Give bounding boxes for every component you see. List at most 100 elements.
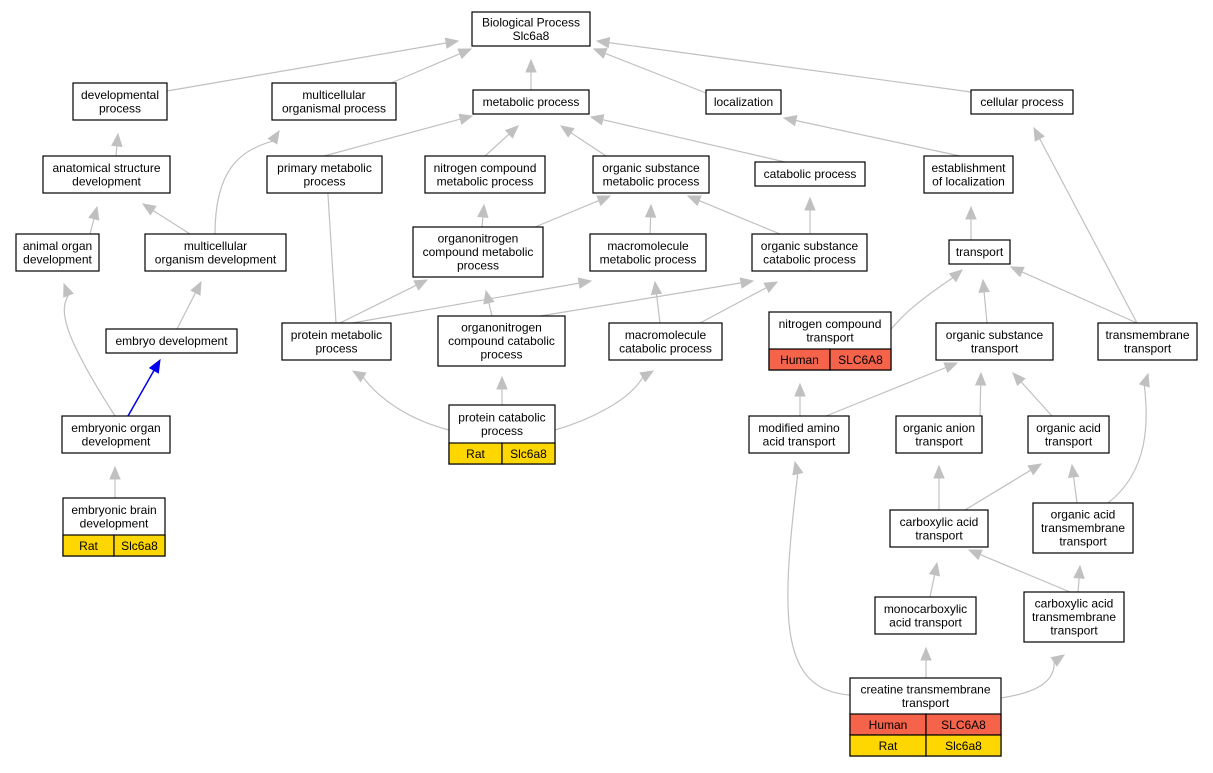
edge-arrowhead	[948, 269, 963, 283]
edge-arrowhead	[525, 58, 537, 73]
node-label-line: Biological Process	[482, 15, 580, 29]
node-box	[271, 82, 397, 121]
go-term-node-cat[interactable]: catabolic process	[754, 161, 866, 187]
gene-label: Slc6a8	[945, 739, 982, 753]
edge-arrowhead	[739, 277, 755, 289]
edge-arrowhead	[1050, 654, 1066, 667]
edge-arrowhead	[596, 195, 612, 207]
edge-arrowhead	[109, 465, 121, 480]
node-box	[608, 322, 723, 361]
node-label-line: organic anion	[903, 421, 975, 435]
edge-arrowhead	[967, 549, 983, 561]
species-label: Human	[869, 718, 908, 732]
edge-arrowhead	[111, 132, 123, 147]
edge-line	[214, 140, 273, 235]
go-term-node-loc[interactable]: localization	[705, 89, 782, 115]
node-label-line: development	[82, 434, 151, 448]
edge-line	[1000, 661, 1055, 699]
edge-line	[787, 473, 851, 696]
node-label-line: establishment	[931, 161, 1006, 175]
edge-arrowhead	[1033, 126, 1045, 142]
go-term-node-met[interactable]: metabolic process	[472, 89, 590, 115]
go-term-node-tra[interactable]: transport	[948, 239, 1011, 265]
node-box	[592, 155, 710, 194]
edge-line	[484, 133, 510, 157]
node-box	[472, 89, 590, 115]
node-label-line: transport	[1050, 624, 1098, 638]
node-label-line: catabolic process	[763, 252, 856, 266]
edge-line	[825, 366, 947, 417]
node-label-line: process	[481, 424, 523, 438]
edge-line	[979, 384, 982, 417]
edge-line	[983, 291, 988, 324]
species-label: Rat	[466, 447, 485, 461]
edge-arrowhead	[792, 460, 804, 476]
node-label-line: embryonic organ	[71, 421, 160, 435]
node-label-line: development	[72, 174, 141, 188]
gene-label: SLC6A8	[941, 718, 986, 732]
go-term-node-cel[interactable]: cellular process	[970, 89, 1074, 115]
node-label-line: organic acid	[1036, 421, 1101, 435]
node-box	[970, 89, 1074, 115]
node-box	[889, 509, 989, 548]
node-label-line: catabolic process	[764, 167, 857, 181]
node-label-line: organismal process	[282, 101, 386, 115]
gene-label: Slc6a8	[510, 447, 547, 461]
edge-line	[89, 218, 95, 235]
node-label-line: multicellular	[184, 239, 247, 253]
node-label-line: process	[315, 341, 357, 355]
edge-arrowhead	[978, 278, 990, 293]
edge-arrowhead	[413, 279, 429, 291]
go-term-node-emb[interactable]: embryo development	[105, 328, 238, 354]
gene-cell	[829, 348, 892, 371]
species-label: Rat	[879, 739, 898, 753]
edge-arrowhead	[351, 370, 367, 383]
edge-line	[979, 554, 1071, 593]
node-label-line: transport	[915, 528, 963, 542]
edge-arrowhead	[559, 125, 575, 138]
node-label-line: anatomical structure	[52, 161, 160, 175]
edge-line	[795, 119, 961, 157]
edge-arrowhead	[148, 358, 161, 374]
edge-arrowhead	[141, 203, 157, 216]
node-label-line: organonitrogen	[438, 232, 519, 246]
node-label-line: acid transport	[763, 434, 836, 448]
edge-arrowhead	[1027, 463, 1043, 476]
edge-line	[698, 200, 781, 235]
node-label-line: process	[480, 348, 522, 362]
edge-arrowhead	[444, 37, 460, 49]
edge-line	[339, 284, 417, 324]
edge-arrowhead	[458, 113, 474, 125]
